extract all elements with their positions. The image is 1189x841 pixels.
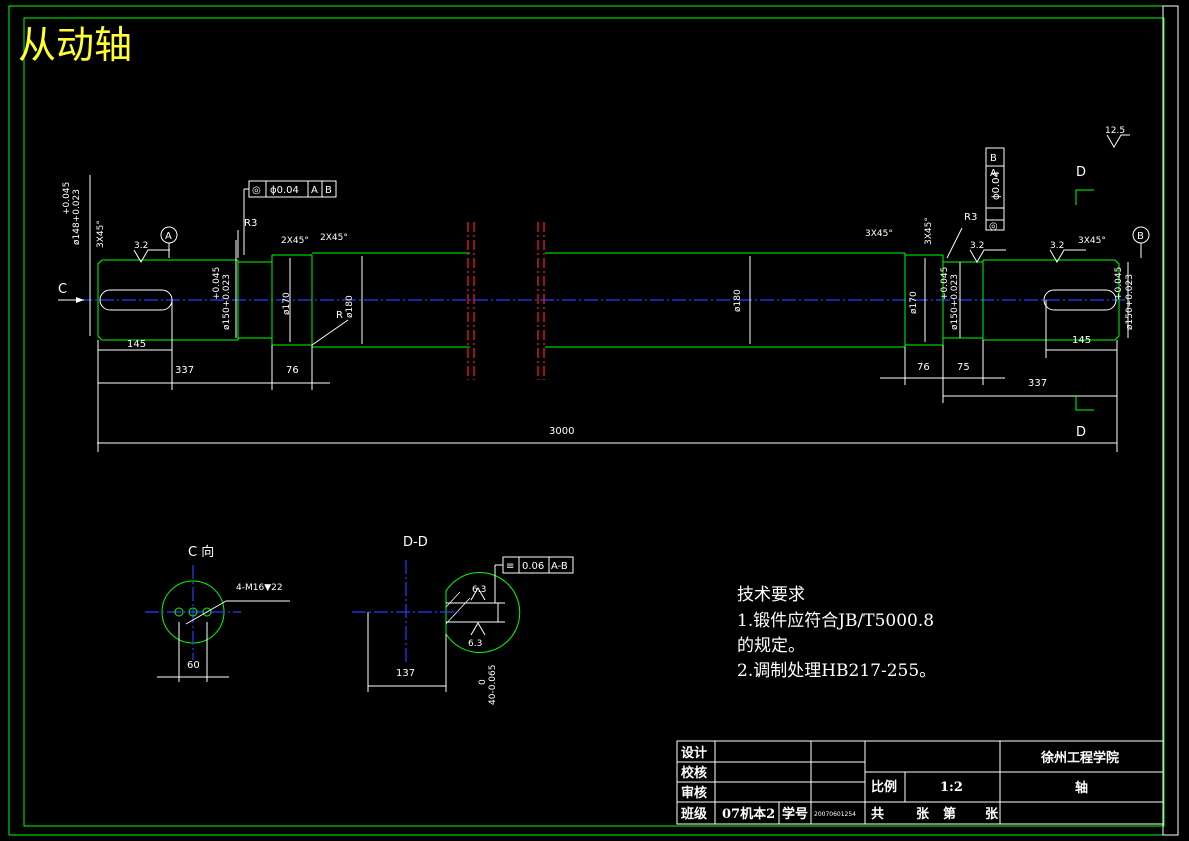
labels-r-mid: R [336,310,343,321]
dims-d76-right: 76 [917,362,930,373]
dims-d76-left: 76 [286,365,299,376]
views-c-thread: 4-M16▼22 [236,583,283,593]
gdt-left: ◎ ϕ0.04 A B [243,180,337,255]
gdt-left-d1: A [311,185,318,196]
titleblock-student-label: 学号 [782,806,808,822]
titleblock-sheet-di: 第 [943,806,956,822]
gdt-right: B A ϕ0.04 ◎ [985,147,1005,232]
labels-c-arrow: C [58,282,67,297]
titleblock-student-value: 20070601254 [814,811,856,818]
titleblock-review: 审核 [681,785,707,801]
tolerances-right-mid-bottom: ø150+0.023 [950,274,960,330]
dims-d145-left: 145 [127,339,146,350]
dims-d145-right: 145 [1072,335,1091,346]
tech-line3: 2.调制处理HB217-255。 [737,661,936,681]
dd-section: D-D 137 0 40-0.065 ≡ 0.06 [352,535,574,705]
gdt-right-d1: A [990,168,997,179]
labels-r3-left: R3 [244,218,257,229]
labels-rough-sec2: 6.3 [468,639,482,649]
labels-chamfer-r2: 3X45° [924,217,934,245]
titleblock-sheet-zhang2: 张 [985,807,999,822]
dimension-lines [58,175,1129,452]
gdt-section-sym: ≡ [506,561,514,572]
gdt-left-val: ϕ0.04 [270,185,299,196]
gdt-section-d1: A-B [551,561,568,572]
titleblock-class-label: 班级 [681,806,708,822]
labels-rough-sec1: 6.3 [472,585,486,595]
datum-a: A [165,231,172,242]
tolerances-right-mid-top: +0.045 [940,267,950,300]
tech-heading: 技术要求 [737,585,805,605]
tolerances-left-bottom: ø148+0.023 [72,189,82,245]
labels-chamfer-r3: 3X45° [1078,236,1106,246]
labels-r3-right: R3 [964,212,977,223]
diameters-d170-left: ø170 [282,292,292,315]
labels-chamfer-r1: 3X45° [865,229,893,239]
labels-rough-top: 12.5 [1105,126,1125,136]
titleblock-check: 校核 [681,765,707,781]
dims-d337-left: 337 [175,365,194,376]
labels-d-top: D [1076,165,1086,180]
outer-frame [8,5,1179,836]
titleblock-sheets: 共 [871,806,884,822]
views-section: D-D [403,535,428,550]
titleblock-class-value: 07机本2 [722,806,775,822]
tech-line2: 的规定。 [737,636,805,656]
dims-d60: 60 [187,660,200,671]
title-block: 设计 校核 审核 班级 07机本2 学号 20070601254 比例 1:2 … [676,740,1164,825]
tech-line1: 1.锻件应符合JB/T5000.8 [737,611,934,631]
left-end-chamfer [97,259,103,341]
tolerances-left-top: +0.045 [62,182,72,215]
shaft-main-view [78,222,1125,380]
tolerances-right-end-top: +0.045 [1114,267,1124,300]
gdt-right-d2: B [990,153,997,164]
tolerances-right-end-bottom: ø150+0.023 [1125,274,1135,330]
inner-frame [23,17,1165,827]
diameters-d180-mid: ø180 [733,289,743,312]
dims-d137: 137 [396,668,415,679]
labels-rough-l: 3.2 [134,241,148,251]
titleblock-scale-label: 比例 [871,779,897,795]
c-view: C 向 4-M16▼22 60 [145,544,290,682]
right-keyway [1043,289,1117,311]
titleblock-sheet-zhang: 张 [916,807,930,822]
titleblock-scale-value: 1:2 [940,780,963,795]
titleblock-design: 设计 [681,745,707,761]
frame-edge [1162,5,1179,836]
gdt-right-val: ϕ0.04 [991,171,1002,200]
labels-rough-r1: 3.2 [970,241,984,251]
gdt-left-d2: B [325,185,332,196]
labels-rough-r2: 3.2 [1050,241,1064,251]
dims-d40-bottom: 40-0.065 [488,665,498,705]
d-cut-bottom [1075,395,1094,411]
c-view-arrow [76,297,84,303]
gdt-section-val: 0.06 [522,561,544,572]
titleblock-part: 轴 [1075,780,1088,796]
tolerances-left-mid-top: +0.045 [212,267,222,300]
dims-d40-top: 0 [478,679,488,685]
labels-chamfer-l1: 3X45° [96,220,106,248]
d-cut-top [1075,189,1094,205]
views-c-view: C 向 [188,544,214,560]
dims-d3000: 3000 [549,426,574,437]
titleblock-school: 徐州工程学院 [1040,750,1119,766]
labels-chamfer-l3: 2X45° [320,233,348,243]
drawing-title: 从动轴 [18,23,132,67]
tech-requirements: 技术要求 1.锻件应符合JB/T5000.8 的规定。 2.调制处理HB217-… [737,585,936,681]
labels-chamfer-l2: 2X45° [281,236,309,246]
datum-b: B [1137,231,1144,242]
labels-d-bottom: D [1076,425,1086,440]
tolerances-left-mid-bottom: ø150+0.023 [222,274,232,330]
gdt-right-sym: ◎ [989,221,998,232]
diameters-d170-right: ø170 [909,291,919,314]
roughness-mark [133,249,170,263]
dims-d75-right: 75 [957,362,970,373]
gdt-left-sym: ◎ [252,185,261,196]
dims-d337-right: 337 [1028,378,1047,389]
diameters-d180-left: ø180 [345,295,355,318]
